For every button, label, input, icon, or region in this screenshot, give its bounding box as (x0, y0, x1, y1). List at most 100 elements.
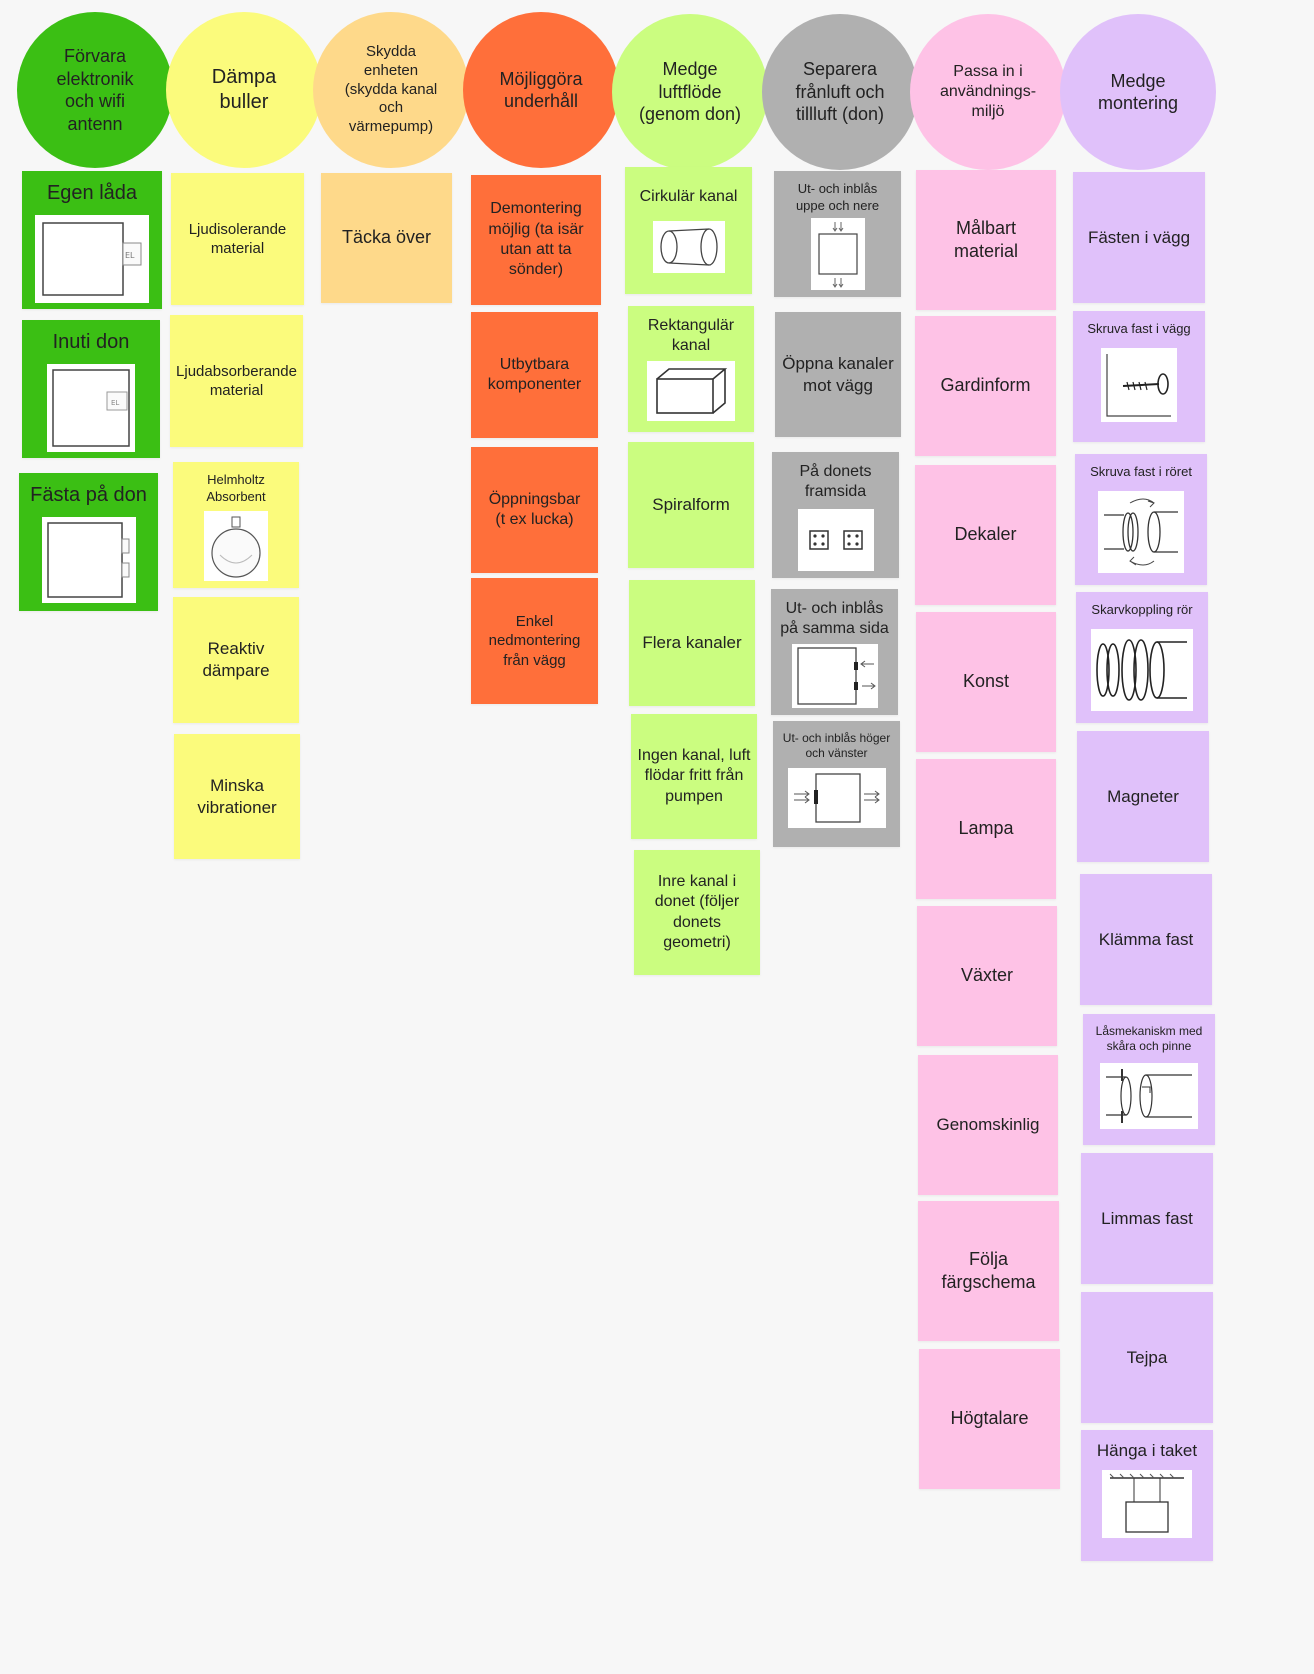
note-cirkular-kanal: Cirkulär kanal (625, 167, 752, 294)
note-label: Rektangulär kanal (647, 317, 735, 355)
pipe-screw-sketch-icon (1098, 490, 1184, 573)
heading-separera-franluft: Separera frånluft och tillluft (don) (762, 14, 918, 170)
note-rektangular-kanal: Rektangulär kanal (628, 306, 754, 432)
note-label: Målbart material (953, 217, 1019, 261)
note-label: Skruva fast i röret (1090, 464, 1192, 479)
note-enkel-nedmontering: Enkel nedmontering från vägg (471, 578, 598, 704)
note-label: Minska vibrationer (197, 775, 277, 817)
note-label: På donets framsida (799, 463, 872, 501)
note-konst: Konst (916, 612, 1056, 752)
note-egen-lada: Egen låda EL (22, 171, 162, 309)
note-limmas-fast: Limmas fast (1081, 1153, 1213, 1284)
note-label: Spiralform (652, 495, 730, 515)
note-label: Fästa på don (30, 484, 147, 506)
box-attached-sketch-icon (41, 516, 136, 603)
heading-skydda-enheten: Skydda enheten (skydda kanal och värmepu… (313, 12, 469, 168)
pipe-coupling-sketch-icon (1091, 628, 1193, 711)
note-label: Fästen i vägg (1087, 227, 1191, 247)
note-lasmekanism-skara-pinne: Låsmekaniskm med skåra och pinne (1083, 1014, 1215, 1145)
note-label: Öppna kanaler mot vägg (782, 353, 894, 395)
note-label: Inre kanal i donet (följer donets geomet… (654, 872, 740, 951)
note-inre-kanal: Inre kanal i donet (följer donets geomet… (634, 850, 760, 975)
note-inuti-don: Inuti don EL (22, 320, 160, 458)
note-gardinform: Gardinform (915, 316, 1056, 456)
screw-wall-sketch-icon (1101, 347, 1177, 422)
note-label: Inuti don (52, 331, 130, 353)
heading-dampa-buller: Dämpa buller (166, 12, 322, 168)
note-label: Ljudisolerande material (188, 220, 287, 257)
note-label: Ut- och inblås uppe och nere (795, 181, 880, 213)
note-label: Magneter (1107, 786, 1179, 806)
sketch-el-label: EL (125, 251, 135, 260)
note-dekaler: Dekaler (915, 465, 1056, 605)
note-skruva-fast-i-vagg: Skruva fast i vägg (1073, 311, 1205, 442)
note-utblas-samma-sida: Ut- och inblås på samma sida (771, 589, 898, 715)
same-side-flow-sketch-icon (791, 643, 878, 708)
note-label: Skruva fast i vägg (1087, 321, 1191, 336)
rectangular-duct-sketch-icon (647, 360, 735, 421)
note-pa-donets-framsida: På donets framsida (772, 452, 899, 578)
note-label: Följa färgschema (941, 1248, 1036, 1292)
note-skruva-fast-i-roret: Skruva fast i röret (1075, 454, 1207, 585)
note-label: Utbytbara komponenter (487, 355, 582, 393)
front-vents-sketch-icon (797, 508, 874, 571)
note-fasta-pa-don: Fästa på don (19, 473, 158, 611)
note-label: Flera kanaler (642, 633, 742, 653)
note-label: Ut- och inblås på samma sida (780, 600, 889, 638)
note-minska-vibrationer: Minska vibrationer (174, 734, 300, 859)
note-label: Ut- och inblås höger och vänster (782, 731, 891, 761)
note-label: Skarvkoppling rör (1091, 602, 1193, 617)
note-ingen-kanal: Ingen kanal, luft flödar fritt från pump… (631, 714, 757, 839)
note-ljudisolerande-material: Ljudisolerande material (171, 173, 304, 305)
note-hanga-i-taket: Hänga i taket (1081, 1430, 1213, 1561)
note-label: Tejpa (1126, 1347, 1168, 1367)
heading-mojliggora-underhall: Möjliggöra underhåll (463, 12, 619, 168)
note-demontering-mojlig: Demontering möjlig (ta isär utan att ta … (471, 175, 601, 305)
box-inside-sketch-icon: EL (47, 363, 135, 452)
helmholtz-sphere-sketch-icon (204, 511, 268, 582)
note-malbart-material: Målbart material (916, 170, 1056, 310)
top-bottom-flow-sketch-icon (810, 218, 865, 291)
note-lampa: Lampa (916, 759, 1056, 899)
note-utblas-hoger-vanster: Ut- och inblås höger och vänster (773, 721, 900, 847)
note-utblas-uppe-nere: Ut- och inblås uppe och nere (774, 171, 901, 297)
note-hogtalare: Högtalare (919, 1349, 1060, 1489)
heading-medge-montering: Medge montering (1060, 14, 1216, 170)
note-label: Lampa (958, 818, 1014, 839)
note-folja-fargschema: Följa färgschema (918, 1201, 1059, 1341)
note-label: Ingen kanal, luft flödar fritt från pump… (637, 746, 751, 805)
note-label: Genomskinlig (936, 1115, 1040, 1135)
note-genomskinlig: Genomskinlig (918, 1055, 1058, 1195)
note-magneter: Magneter (1077, 731, 1209, 862)
note-label: Dekaler (954, 524, 1017, 545)
note-label: Växter (960, 965, 1014, 986)
note-label: Helmholtz Absorbent (206, 472, 266, 504)
note-label: Enkel nedmontering från vägg (488, 613, 581, 669)
note-utbytbara-komponenter: Utbytbara komponenter (471, 312, 598, 438)
note-label: Gardinform (940, 375, 1031, 396)
heading-passa-in: Passa in i användnings- miljö (910, 14, 1066, 170)
left-right-flow-sketch-icon (787, 767, 886, 828)
note-tacka-over: Täcka över (321, 173, 452, 303)
note-label: Konst (962, 671, 1010, 692)
note-oppningsbar: Öppningsbar (t ex lucka) (471, 447, 598, 573)
note-fasten-i-vagg: Fästen i vägg (1073, 172, 1205, 303)
note-label: Reaktiv dämpare (202, 639, 270, 680)
note-reaktiv-dampare: Reaktiv dämpare (173, 597, 299, 723)
note-label: Demontering möjlig (ta isär utan att ta … (488, 200, 584, 279)
note-spiralform: Spiralform (628, 442, 754, 568)
box-sketch-icon: EL (35, 214, 149, 303)
note-label: Låsmekaniskm med skåra och pinne (1095, 1024, 1203, 1054)
note-helmholtz-absorbent: Helmholtz Absorbent (173, 462, 299, 588)
heading-forvara-elektronik: Förvara elektronik och wifi antenn (17, 12, 173, 168)
sketch-el-label: EL (111, 399, 119, 407)
note-ljudabsorberande-material: Ljudabsorberande material (170, 315, 303, 447)
note-label: Cirkulär kanal (639, 188, 738, 205)
note-label: Egen låda (46, 182, 138, 204)
note-label: Klämma fast (1098, 929, 1194, 949)
note-label: Ljudabsorberande material (176, 362, 297, 399)
heading-medge-luftflode: Medge luftflöde (genom don) (612, 14, 768, 170)
slot-pin-lock-sketch-icon (1100, 1062, 1198, 1129)
note-oppna-kanaler-mot-vagg: Öppna kanaler mot vägg (775, 312, 901, 437)
note-flera-kanaler: Flera kanaler (629, 580, 755, 706)
